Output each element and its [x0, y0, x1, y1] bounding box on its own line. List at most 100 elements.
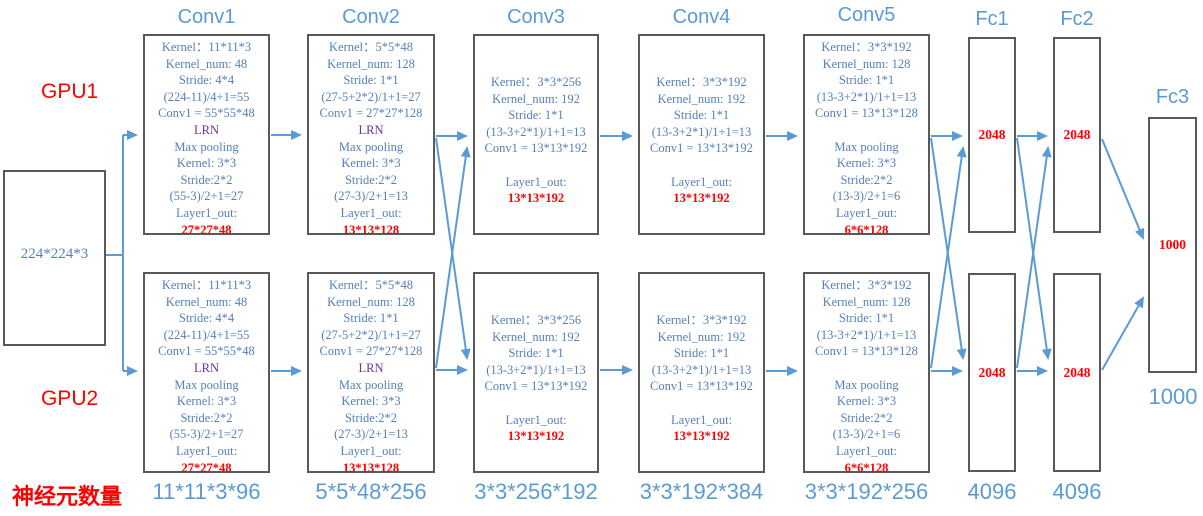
spec-line: (13-3+2*1)/1+1=13: [816, 89, 917, 104]
spec-line: Kernel_num: 48: [165, 56, 248, 71]
spec-line: Conv1 = 13*13*128: [815, 106, 918, 121]
spec-line: Stride: 1*1: [673, 108, 730, 123]
spec-line: 13*13*128: [342, 460, 400, 475]
spec-line: 6*6*128: [844, 460, 889, 475]
spec-line: [640, 395, 763, 412]
spec-line: Kernel: 3*3: [341, 156, 401, 171]
fc1-gpu2-box: 2048: [968, 273, 1016, 472]
spec-line: (13-3+2*1)/1+1=13: [651, 124, 752, 139]
spec-line: Stride: 1*1: [838, 73, 895, 88]
spec-line: Kernel_num: 128: [327, 56, 415, 71]
spec-line: LRN: [358, 360, 384, 375]
arrow-conv2gpu1-conv3gpu2: [435, 137, 471, 360]
spec-line: Layer1_out:: [175, 443, 238, 458]
spec-line: [475, 157, 597, 174]
fc3-box: 1000: [1148, 117, 1197, 373]
neurons-conv5-label: 3*3*192*256: [804, 479, 929, 504]
spec-line: Conv1 = 27*27*128: [319, 344, 423, 359]
spec-line: (224-11)/4+1=55: [163, 327, 250, 342]
arrow-fc2gpu1-fc3: [1101, 138, 1145, 240]
spec-line: [475, 395, 597, 412]
spec-line: Max pooling: [338, 377, 404, 392]
spec-line: Kernel_num: 128: [822, 294, 911, 309]
spec-line: Kernel: 3*3: [836, 156, 897, 171]
spec-line: (27-3)/2+1=13: [334, 427, 408, 442]
spec-line: Kernel_num: 128: [327, 294, 415, 309]
spec-line: (27-3)/2+1=13: [334, 189, 408, 204]
spec-line: Conv1 = 13*13*192: [484, 379, 588, 394]
spec-line: Conv1 = 13*13*192: [650, 379, 753, 394]
spec-line: (55-3)/2+1=27: [169, 427, 244, 442]
neuron-count-label: 神经元数量: [12, 484, 123, 509]
spec-line: Conv1 = 55*55*48: [158, 344, 255, 359]
spec-line: (55-3)/2+1=27: [169, 189, 244, 204]
layer-title-conv5: Conv5: [837, 4, 896, 26]
spec-line: (13-3+2*1)/1+1=13: [651, 362, 752, 377]
spec-line: Max pooling: [834, 139, 899, 154]
spec-line: LRN: [194, 122, 219, 137]
arrow-fc2gpu2-fc3: [1101, 296, 1144, 371]
spec-line: Max pooling: [174, 139, 239, 154]
spec-line: Stride:2*2: [840, 172, 893, 187]
layer-title-conv3: Conv3: [507, 6, 565, 28]
input-size-label: 224*224*3: [20, 246, 89, 262]
spec-line: (13-3)/2+1=6: [832, 189, 901, 204]
spec-line: Kernel：3*3*256: [490, 313, 582, 327]
spec-line: Kernel：11*11*3: [161, 278, 252, 292]
spec-line: Kernel: 3*3: [836, 394, 897, 409]
spec-line: [805, 122, 928, 139]
input-box: 224*224*3: [3, 170, 106, 346]
spec-line: Kernel：11*11*3: [161, 40, 252, 54]
spec-line: Stride:2*2: [180, 410, 233, 425]
layer-title-conv2: Conv2: [342, 6, 400, 28]
spec-line: Layer1_out:: [505, 412, 567, 427]
spec-line: [640, 157, 763, 174]
spec-line: Kernel: 3*3: [176, 156, 237, 171]
layer-title-fc2: Fc2: [1060, 8, 1094, 30]
layer-title-fc1: Fc1: [975, 8, 1009, 30]
neurons-conv1-label: 11*11*3*96: [152, 479, 261, 504]
spec-line: Stride: 1*1: [508, 108, 564, 123]
spec-line: Conv1 = 27*27*128: [319, 106, 423, 121]
spec-line: 13*13*192: [673, 429, 730, 444]
spec-line: Max pooling: [338, 139, 404, 154]
spec-line: 6*6*128: [844, 222, 889, 237]
gpu2-label: GPU2: [41, 387, 99, 410]
spec-line: (27-5+2*2)/1+1=27: [321, 89, 421, 104]
spec-line: Layer1_out:: [670, 174, 733, 189]
spec-line: Max pooling: [174, 377, 239, 392]
layer-title-conv4: Conv4: [672, 6, 731, 28]
neurons-fc1-label: 4096: [967, 479, 1017, 504]
spec-line: [805, 360, 928, 377]
spec-line: Kernel：3*3*192: [656, 313, 747, 327]
spec-line: Stride: 1*1: [838, 311, 895, 326]
spec-line: Max pooling: [834, 377, 899, 392]
spec-line: Layer1_out:: [670, 412, 733, 427]
arrow-fc1gpu1-fc2gpu2: [1016, 137, 1052, 360]
fc1-gpu1-box: 2048: [968, 37, 1016, 233]
spec-line: 13*13*192: [673, 191, 730, 206]
spec-line: Layer1_out:: [340, 443, 402, 458]
spec-line: Stride:2*2: [840, 410, 893, 425]
spec-line: 13*13*128: [342, 222, 400, 237]
spec-line: Kernel: 3*3: [176, 394, 237, 409]
spec-line: Kernel：5*5*48: [328, 278, 413, 292]
spec-line: Layer1_out:: [340, 205, 402, 220]
spec-line: Kernel：3*3*192: [821, 40, 912, 54]
spec-line: LRN: [358, 122, 384, 137]
spec-line: 13*13*192: [507, 429, 565, 444]
spec-line: Kernel：3*3*192: [821, 278, 912, 292]
arrow-conv2gpu2-conv3gpu1: [435, 146, 471, 369]
spec-line: (13-3+2*1)/1+1=13: [486, 124, 586, 139]
spec-line: LRN: [194, 360, 219, 375]
neurons-fc3-label: 1000: [1148, 384, 1198, 409]
layer-title-fc3: Fc3: [1155, 86, 1190, 108]
